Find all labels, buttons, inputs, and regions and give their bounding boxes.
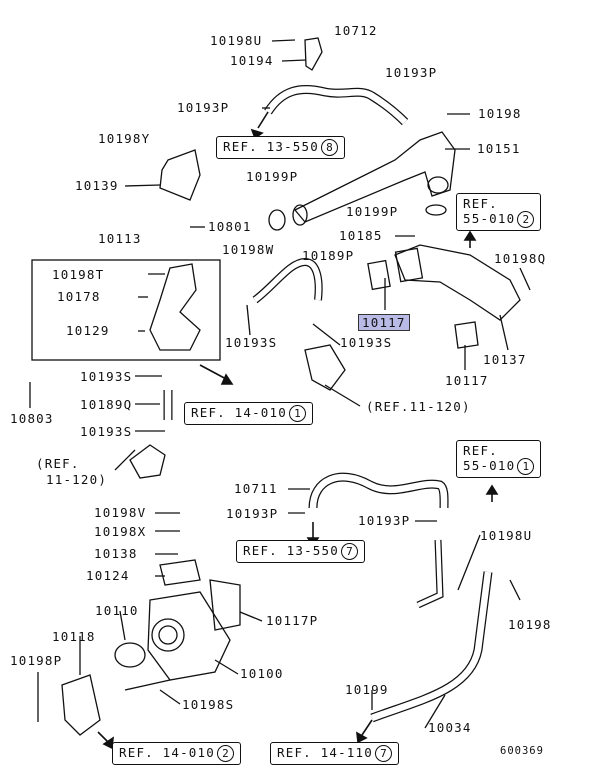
label-10193P: 10193P xyxy=(226,506,279,521)
pipe-10151 xyxy=(293,131,456,223)
label-10118: 10118 xyxy=(52,629,96,644)
label-10199: 10199 xyxy=(345,682,389,697)
manifold xyxy=(394,244,521,321)
label-10117P: 10117P xyxy=(266,613,319,628)
ref-11-120[interactable]: (REF.11-120) xyxy=(366,399,471,414)
label-10193S: 10193S xyxy=(340,335,393,350)
label-10193P: 10193P xyxy=(385,65,438,80)
label-10194: 10194 xyxy=(230,53,274,68)
label-10138: 10138 xyxy=(94,546,138,561)
label-10198X: 10198X xyxy=(94,524,147,539)
label-10198W: 10198W xyxy=(222,242,275,257)
label-10189Q: 10189Q xyxy=(80,397,133,412)
ref-11-120-line2[interactable]: 11-120) xyxy=(46,472,108,487)
diagram-code: 600369 xyxy=(500,745,544,757)
label-10193P: 10193P xyxy=(177,100,230,115)
label-10113: 10113 xyxy=(98,231,142,246)
label-10199P: 10199P xyxy=(246,169,299,184)
label-10199P: 10199P xyxy=(346,204,399,219)
label-10178: 10178 xyxy=(57,289,101,304)
label-10198: 10198 xyxy=(478,106,522,121)
label-10803: 10803 xyxy=(10,411,54,426)
label-10198T: 10198T xyxy=(52,267,105,282)
label-10189P: 10189P xyxy=(302,248,355,263)
gasket-10199P xyxy=(268,209,286,231)
label-10100: 10100 xyxy=(240,666,284,681)
label-10711: 10711 xyxy=(234,481,278,496)
label-10185: 10185 xyxy=(339,228,383,243)
label-10198Q: 10198Q xyxy=(494,251,547,266)
label-10117-highlighted: 10117 xyxy=(358,314,410,331)
label-10198: 10198 xyxy=(508,617,552,632)
label-10198U: 10198U xyxy=(210,33,263,48)
ref-11-120-line1[interactable]: (REF. xyxy=(36,456,80,471)
label-10124: 10124 xyxy=(86,568,130,583)
bracket-10139 xyxy=(159,149,201,201)
label-10198P: 10198P xyxy=(10,653,63,668)
label-10193S: 10193S xyxy=(80,369,133,384)
gasket-10117 xyxy=(454,321,479,349)
label-10139: 10139 xyxy=(75,178,119,193)
inlet-10100 xyxy=(147,591,231,681)
assembly-box-10113 xyxy=(31,259,221,361)
label-10137: 10137 xyxy=(483,352,527,367)
label-10193S: 10193S xyxy=(80,424,133,439)
label-10110: 10110 xyxy=(95,603,139,618)
housing-10113 xyxy=(149,263,201,351)
bracket-10194 xyxy=(304,37,323,71)
label-10198S: 10198S xyxy=(182,697,235,712)
label-10117: 10117 xyxy=(445,373,489,388)
label-10712: 10712 xyxy=(334,23,378,38)
label-10151: 10151 xyxy=(477,141,521,156)
thermostat-10110 xyxy=(114,642,146,668)
label-10193P: 10193P xyxy=(358,513,411,528)
label-10193S: 10193S xyxy=(225,335,278,350)
label-10198V: 10198V xyxy=(94,505,147,520)
label-10198U: 10198U xyxy=(480,528,533,543)
label-10801: 10801 xyxy=(208,219,252,234)
label-10198Y: 10198Y xyxy=(98,131,151,146)
label-10129: 10129 xyxy=(66,323,110,338)
label-10034: 10034 xyxy=(428,720,472,735)
